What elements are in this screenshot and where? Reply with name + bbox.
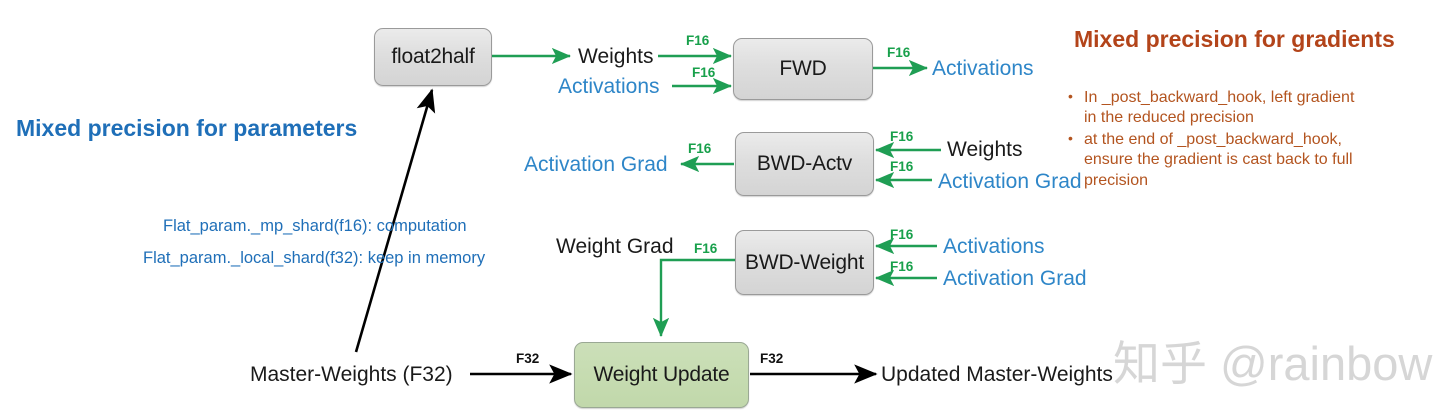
tag-fwd-weights: F16 [686,33,710,48]
heading-gradients: Mixed precision for gradients [1074,26,1395,52]
bullet-line: at the end of _post_backward_hook, [1084,130,1342,148]
box-weight-update-label: Weight Update [593,363,730,386]
watermark: 知乎 @rainbow [1113,337,1433,390]
note-mp-shard: Flat_param._mp_shard(f16): computation [163,217,467,235]
bullet-marker: • [1068,88,1073,104]
box-bwd-actv[interactable]: BWD-Actv [735,132,874,196]
box-fwd-label: FWD [779,57,827,80]
label-activation-grad-in: Activation Grad [938,170,1082,193]
tag-bwda-out: F16 [688,141,712,156]
box-bwd-weight-label: BWD-Weight [745,250,864,274]
box-bwd-actv-label: BWD-Actv [756,152,853,175]
tag-master-out: F32 [760,351,784,366]
label-weights-in: Weights [578,45,654,68]
bullet-text: at the end of _post_backward_hook, ensur… [1084,130,1428,191]
box-weight-update[interactable]: Weight Update [574,342,749,408]
label-weight-grad: Weight Grad [556,235,674,258]
box-float2half-label: float2half [391,45,475,68]
bullet-line: In _post_backward_hook, left gradient [1084,89,1355,106]
tag-bwda-actgrad: F16 [890,159,914,174]
label-activations-in: Activations [558,75,660,98]
tag-fwd-activations: F16 [692,65,716,80]
label-activations-bwdw-in: Activations [943,235,1045,258]
gradients-bullet-list: • In _post_backward_hook, left gradient … [1068,88,1428,192]
tag-master-in: F32 [516,351,540,366]
label-activations-out: Activations [932,57,1034,80]
bullet-line: ensure the gradient is cast back to full [1084,151,1353,169]
tag-bwdw-activations: F16 [890,227,914,242]
box-bwd-weight[interactable]: BWD-Weight [735,230,874,295]
tag-bwda-weights: F16 [890,129,914,144]
box-fwd[interactable]: FWD [733,38,873,100]
label-master-weights: Master-Weights (F32) [250,363,453,386]
box-float2half[interactable]: float2half [374,28,492,86]
label-activation-grad-out: Activation Grad [524,153,668,176]
bullet-marker: • [1068,129,1073,146]
tag-fwd-out: F16 [887,45,911,60]
label-activation-grad-bwdw-in: Activation Grad [943,267,1087,290]
note-local-shard: Flat_param._local_shard(f32): keep in me… [143,249,486,267]
label-weights-bwd-in: Weights [947,138,1023,161]
bullet-text: In _post_backward_hook, left gradient in… [1084,88,1428,129]
tag-bwdw-actgrad: F16 [890,259,914,274]
heading-parameters: Mixed precision for parameters [16,115,358,141]
list-item: • at the end of _post_backward_hook, ens… [1068,130,1428,191]
bullet-line: in the reduced precision [1084,109,1254,127]
list-item: • In _post_backward_hook, left gradient … [1068,88,1428,129]
bullet-line: precision [1084,171,1149,189]
tag-bwdw-out: F16 [694,241,718,256]
label-updated-master-weights: Updated Master-Weights [881,363,1113,386]
